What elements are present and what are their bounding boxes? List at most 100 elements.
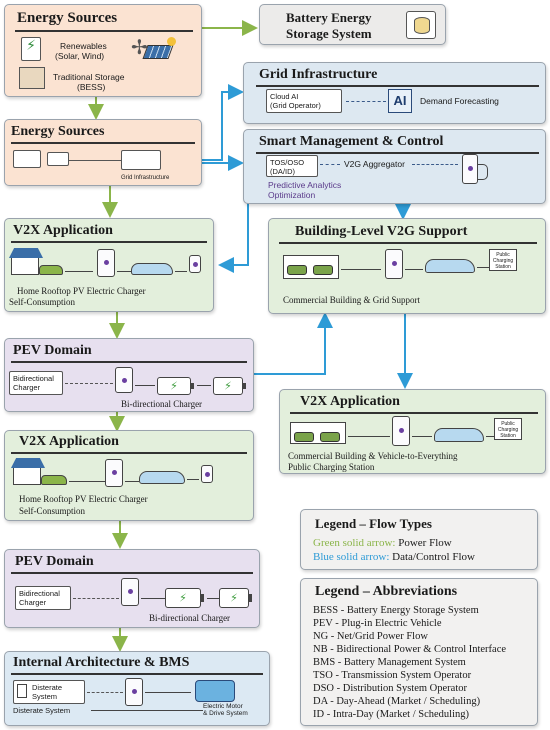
connector-line: [69, 160, 121, 161]
house-icon: [11, 458, 45, 485]
battery-icon: ⚡: [213, 377, 246, 395]
title-divider: [11, 142, 195, 144]
abbr-item: ID - Intra-Day (Market / Scheduling): [313, 709, 469, 720]
v2x-right-caption-1: Commercial Building & Vehicle-to-Everyth…: [288, 451, 458, 461]
battery-icon: ⚡: [165, 588, 204, 608]
dashed-connector: [65, 383, 113, 384]
building-caption: Commercial Building & Grid Support: [283, 295, 420, 305]
car-icon: [287, 265, 307, 275]
cloud-ai-label-1: Cloud AI: [270, 92, 299, 101]
legend-green-key: Green solid arrow:: [313, 537, 396, 549]
lightning-icon: ⚡: [21, 37, 41, 61]
connector-line: [348, 436, 390, 437]
connector-line: [207, 598, 219, 599]
demand-forecasting-label: Demand Forecasting: [420, 96, 499, 106]
electric-vehicle-icon: [425, 259, 475, 273]
traditional-label-1: Traditional Storage: [53, 72, 125, 82]
bidirectional-charger-box: Bidirectional Charger: [9, 371, 63, 395]
data-arrow: [218, 190, 249, 273]
electric-vehicle-icon: [434, 428, 484, 442]
charger-icon: [125, 678, 143, 706]
connector-line: [187, 479, 199, 480]
charger-icon: [385, 249, 403, 279]
disterate-system-box: Disterate System: [13, 680, 85, 704]
abbr-item: NG - Net/Grid Power Flow: [313, 631, 428, 642]
v2g-aggregator-label: V2G Aggregator: [344, 159, 405, 169]
v2x-caption-2: Self-Consumption: [9, 297, 76, 307]
bidir-label-2: Charger: [19, 598, 47, 607]
title-divider: [11, 241, 207, 243]
charger-icon: [97, 249, 115, 277]
bidirectional-charger-box: Bidirectional Charger: [15, 586, 71, 610]
v2x-title: V2X Application: [13, 223, 113, 238]
bess-title-1: Battery Energy: [286, 10, 372, 25]
public-charging-station-sign: Public Charging Station: [489, 249, 517, 271]
v2x-right-box: V2X Application Public Charging Station …: [279, 389, 546, 474]
sys-label-2: System: [32, 692, 58, 701]
electric-vehicle-icon: [139, 471, 185, 484]
data-arrow: [254, 312, 333, 375]
tso-label-2: (DA/ID): [270, 167, 295, 176]
renewables-label-2: (Solar, Wind): [55, 51, 105, 61]
grid-box-icon: [13, 150, 41, 168]
motor-label-1: Electric Motor: [203, 703, 243, 710]
charger-icon: [105, 459, 123, 487]
sys-caption: Disterate System: [13, 706, 71, 715]
energy-sources-title: Energy Sources: [17, 10, 118, 26]
motor-icon: [195, 680, 235, 702]
dashed-connector: [412, 164, 458, 165]
bidir-label-1: Bidirectional: [19, 589, 60, 598]
abbr-item: DSO - Distribution System Operator: [313, 683, 467, 694]
title-divider: [290, 412, 538, 414]
connector-line: [135, 385, 155, 386]
battery-icon: ⚡: [219, 588, 252, 608]
pev-domain-box-2: PEV Domain Bidirectional Charger ⚡ ⚡ Bi-…: [4, 549, 260, 628]
legend-blue-key: Blue solid arrow:: [313, 551, 390, 563]
cloud-ai-box: Cloud AI (Grid Operator): [266, 89, 342, 113]
connector-line: [91, 710, 203, 711]
pev-domain-box: PEV Domain Bidirectional Charger ⚡ ⚡ Bi-…: [4, 338, 254, 412]
grid-infrastructure-label: Grid Infrastructure: [121, 175, 170, 181]
abbr-item: NB - Bidirectional Power & Control Inter…: [313, 644, 507, 655]
document-icon: [17, 684, 27, 698]
dashed-connector: [320, 164, 340, 165]
v2x-2-caption-2: Self-Consumption: [19, 506, 86, 516]
legend-data-flow: Blue solid arrow: Data/Control Flow: [313, 550, 475, 564]
title-divider: [11, 572, 253, 574]
legend-abbr-title: Legend – Abbreviations: [315, 584, 458, 599]
aggregator-charger-icon: [462, 154, 478, 184]
dashed-connector: [346, 101, 386, 102]
car-icon: [313, 265, 333, 275]
connector-line: [117, 271, 131, 272]
v2x-right-title: V2X Application: [300, 394, 400, 409]
title-divider: [11, 452, 247, 454]
bess-box: Battery Energy Storage System: [259, 4, 446, 45]
abbr-item: PEV - Plug-in Electric Vehicle: [313, 618, 442, 629]
connector-line: [477, 267, 489, 268]
title-divider: [15, 30, 193, 32]
tso-label-1: TOS/OSO: [270, 158, 305, 167]
abbr-item: BESS - Battery Energy Storage System: [313, 605, 479, 616]
grid-infrastructure-box: Grid Infrastructure Cloud AI (Grid Opera…: [243, 62, 546, 124]
v2x-2-caption-1: Home Rooftop PV Electric Charger: [19, 494, 148, 504]
energy-sources-box-2: Energy Sources Grid Infrastructure: [4, 119, 202, 186]
energy-sources-title-2: Energy Sources: [11, 124, 105, 139]
bess-title-2: Storage System: [286, 26, 372, 41]
internal-architecture-box: Internal Architecture & BMS Disterate Sy…: [4, 651, 270, 726]
v2x-application-box: V2X Application Home Rooftop PV Electric…: [4, 218, 214, 312]
v2x-title-2: V2X Application: [19, 434, 119, 449]
motor-label-2: & Drive System: [203, 710, 248, 717]
car-icon: [294, 432, 314, 442]
title-divider: [279, 242, 537, 244]
connector-line: [412, 436, 432, 437]
v2x-caption-1: Home Rooftop PV Electric Charger: [17, 286, 146, 296]
connector-line: [65, 271, 93, 272]
pev-title: PEV Domain: [13, 343, 92, 358]
data-arrow: [202, 84, 244, 161]
tso-dso-box: TOS/OSO (DA/ID): [266, 155, 318, 177]
title-divider: [11, 361, 247, 363]
solar-panel-icon: [142, 45, 174, 59]
legend-flow-box: Legend – Flow Types Green solid arrow: P…: [300, 509, 538, 570]
title-divider: [256, 85, 539, 87]
